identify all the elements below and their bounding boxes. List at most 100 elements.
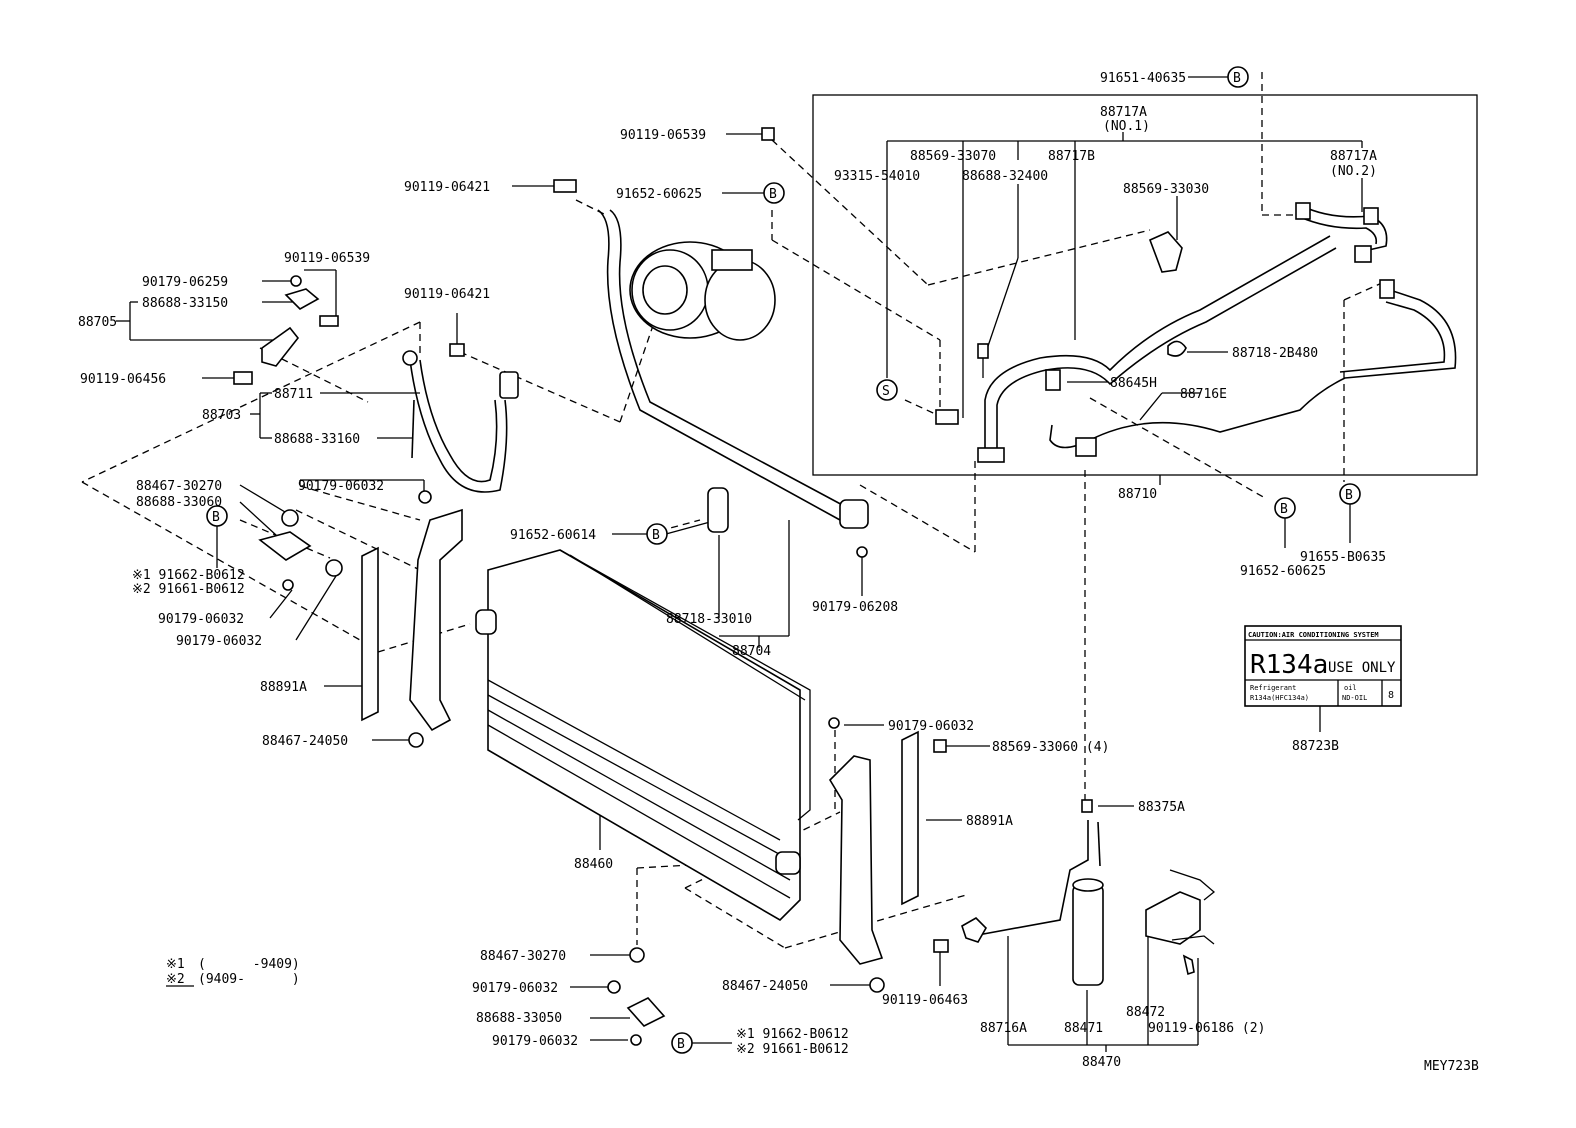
label-88716E: 88716E <box>1180 387 1227 402</box>
label-90179-06032-f: 90179-06032 <box>492 1034 578 1049</box>
label-88472: 88472 <box>1126 1005 1165 1020</box>
label-90119-06463: 90119-06463 <box>882 993 968 1008</box>
label-88705: 88705 <box>78 315 117 330</box>
label-90179-06032-a: 90179-06032 <box>298 479 384 494</box>
caution-row-mid2: ND-OIL <box>1342 694 1367 702</box>
label-88467-30270-bottom: 88467-30270 <box>480 949 566 964</box>
marker-b-5: B <box>1274 497 1296 519</box>
caution-row-left: Refrigerant <box>1250 684 1296 692</box>
label-88645H: 88645H <box>1110 376 1157 391</box>
dashed-reference-lines <box>81 72 1385 949</box>
label-90119-06421-left: 90119-06421 <box>404 287 490 302</box>
clip-88688-32400 <box>977 343 989 378</box>
label-90179-06208: 90179-06208 <box>812 600 898 615</box>
fasteners <box>233 127 949 1046</box>
marker-b-text: B <box>1233 71 1241 86</box>
footnote-range-2: (9409- ) <box>198 972 300 987</box>
side-seal-right-88891A <box>901 730 919 906</box>
label-88460: 88460 <box>574 857 613 872</box>
receiver-dryer-88471 <box>961 799 1104 986</box>
label-90179-06032-b: 90179-06032 <box>158 612 244 627</box>
label-88467-30270-left: 88467-30270 <box>136 479 222 494</box>
label-93315-54010: 93315-54010 <box>834 169 920 184</box>
label-s1-left: ※1 91662-B0612 <box>132 568 245 583</box>
label-91652-60614: 91652-60614 <box>510 528 596 543</box>
label-88704: 88704 <box>732 644 771 659</box>
marker-s-text: S <box>882 384 890 399</box>
label-88891A-right: 88891A <box>966 814 1013 829</box>
marker-b-6: B <box>1339 483 1361 505</box>
label-88717A-no2-sub: (NO.2) <box>1330 164 1377 179</box>
bracket-88569-33030 <box>1148 231 1183 273</box>
caution-row-mid: oil <box>1344 684 1357 692</box>
marker-b-2: B <box>763 182 785 204</box>
label-88688-33060: 88688-33060 <box>136 495 222 510</box>
label-90119-06539-top: 90119-06539 <box>620 128 706 143</box>
caution-row-right: 8 <box>1388 690 1394 701</box>
marker-b-text: B <box>652 528 660 543</box>
side-bracket-right <box>828 755 884 965</box>
assembly-box-88710 <box>812 94 1478 476</box>
caution-row-left2: R134a(HFC134a) <box>1250 694 1309 702</box>
compressor <box>629 241 776 341</box>
label-88703: 88703 <box>202 408 241 423</box>
caution-main-suffix: USE ONLY <box>1328 660 1396 676</box>
label-90179-06032-c: 90179-06032 <box>176 634 262 649</box>
label-88718-2B480: 88718-2B480 <box>1232 346 1318 361</box>
label-91652-60625-b: 91652-60625 <box>1240 564 1326 579</box>
label-88711: 88711 <box>274 387 313 402</box>
side-bracket-left <box>409 508 463 732</box>
leader-lines <box>116 76 1363 1052</box>
label-88569-33060: 88569-33060 (4) <box>992 740 1109 755</box>
clip-small-center <box>935 409 959 425</box>
label-88723B: 88723B <box>1292 739 1339 754</box>
condenser-88460 <box>475 549 811 922</box>
marker-b-4: B <box>646 523 668 545</box>
marker-b-text: B <box>212 510 220 525</box>
label-91655-B0635: 91655-B0635 <box>1300 550 1386 565</box>
marker-b-text: B <box>1280 502 1288 517</box>
caution-header: CAUTION:AIR CONDITIONING SYSTEM <box>1248 631 1379 639</box>
clamp-88718-2B480 <box>1167 340 1187 357</box>
label-90179-06032-e: 90179-06032 <box>472 981 558 996</box>
label-88717A-no1: 88717A <box>1100 105 1147 120</box>
marker-b-7: B <box>671 1032 693 1054</box>
label-90119-06186: 90119-06186 (2) <box>1148 1021 1265 1036</box>
label-88471: 88471 <box>1064 1021 1103 1036</box>
label-88467-24050-right: 88467-24050 <box>722 979 808 994</box>
marker-s: S <box>876 379 898 401</box>
caution-main: R134a <box>1250 650 1328 680</box>
caution-label: CAUTION:AIR CONDITIONING SYSTEM R134a US… <box>1244 625 1402 707</box>
diagram-code: MEY723B <box>1424 1059 1479 1074</box>
label-88717A-no2: 88717A <box>1330 149 1377 164</box>
label-88688-33160: 88688-33160 <box>274 432 360 447</box>
label-88569-33070: 88569-33070 <box>910 149 996 164</box>
label-88891A-left: 88891A <box>260 680 307 695</box>
discharge-hose-88704 <box>597 209 869 529</box>
liquid-tube-88717 <box>977 202 1388 463</box>
label-88375A: 88375A <box>1138 800 1185 815</box>
marker-b-1: B <box>1227 66 1249 88</box>
side-seal-left-88891A <box>361 546 379 722</box>
label-s1-bottom: ※1 91662-B0612 <box>736 1027 849 1042</box>
footnote-mark-2: ※2 <box>166 972 185 987</box>
footnote: ※1 ( -9409) ※2 (9409- ) <box>166 957 300 987</box>
label-90119-06539-left: 90119-06539 <box>284 251 370 266</box>
label-88717A-no1-sub: (NO.1) <box>1103 119 1150 134</box>
label-88470: 88470 <box>1082 1055 1121 1070</box>
footnote-mark-1: ※1 <box>166 957 185 972</box>
label-91651-40635: 91651-40635 <box>1100 71 1186 86</box>
label-88688-33050: 88688-33050 <box>476 1011 562 1026</box>
tube-88716E <box>1049 279 1457 457</box>
label-91652-60625-top: 91652-60625 <box>616 187 702 202</box>
label-90179-06259: 90179-06259 <box>142 275 228 290</box>
marker-b-3: B <box>206 505 228 527</box>
label-88710: 88710 <box>1118 487 1157 502</box>
label-88717B: 88717B <box>1048 149 1095 164</box>
label-90179-06032-d: 90179-06032 <box>888 719 974 734</box>
footnote-range-1: ( -9409) <box>198 957 300 972</box>
pressure-switch-88645H <box>1045 369 1061 391</box>
marker-b-text: B <box>677 1037 685 1052</box>
label-88688-33150: 88688-33150 <box>142 296 228 311</box>
